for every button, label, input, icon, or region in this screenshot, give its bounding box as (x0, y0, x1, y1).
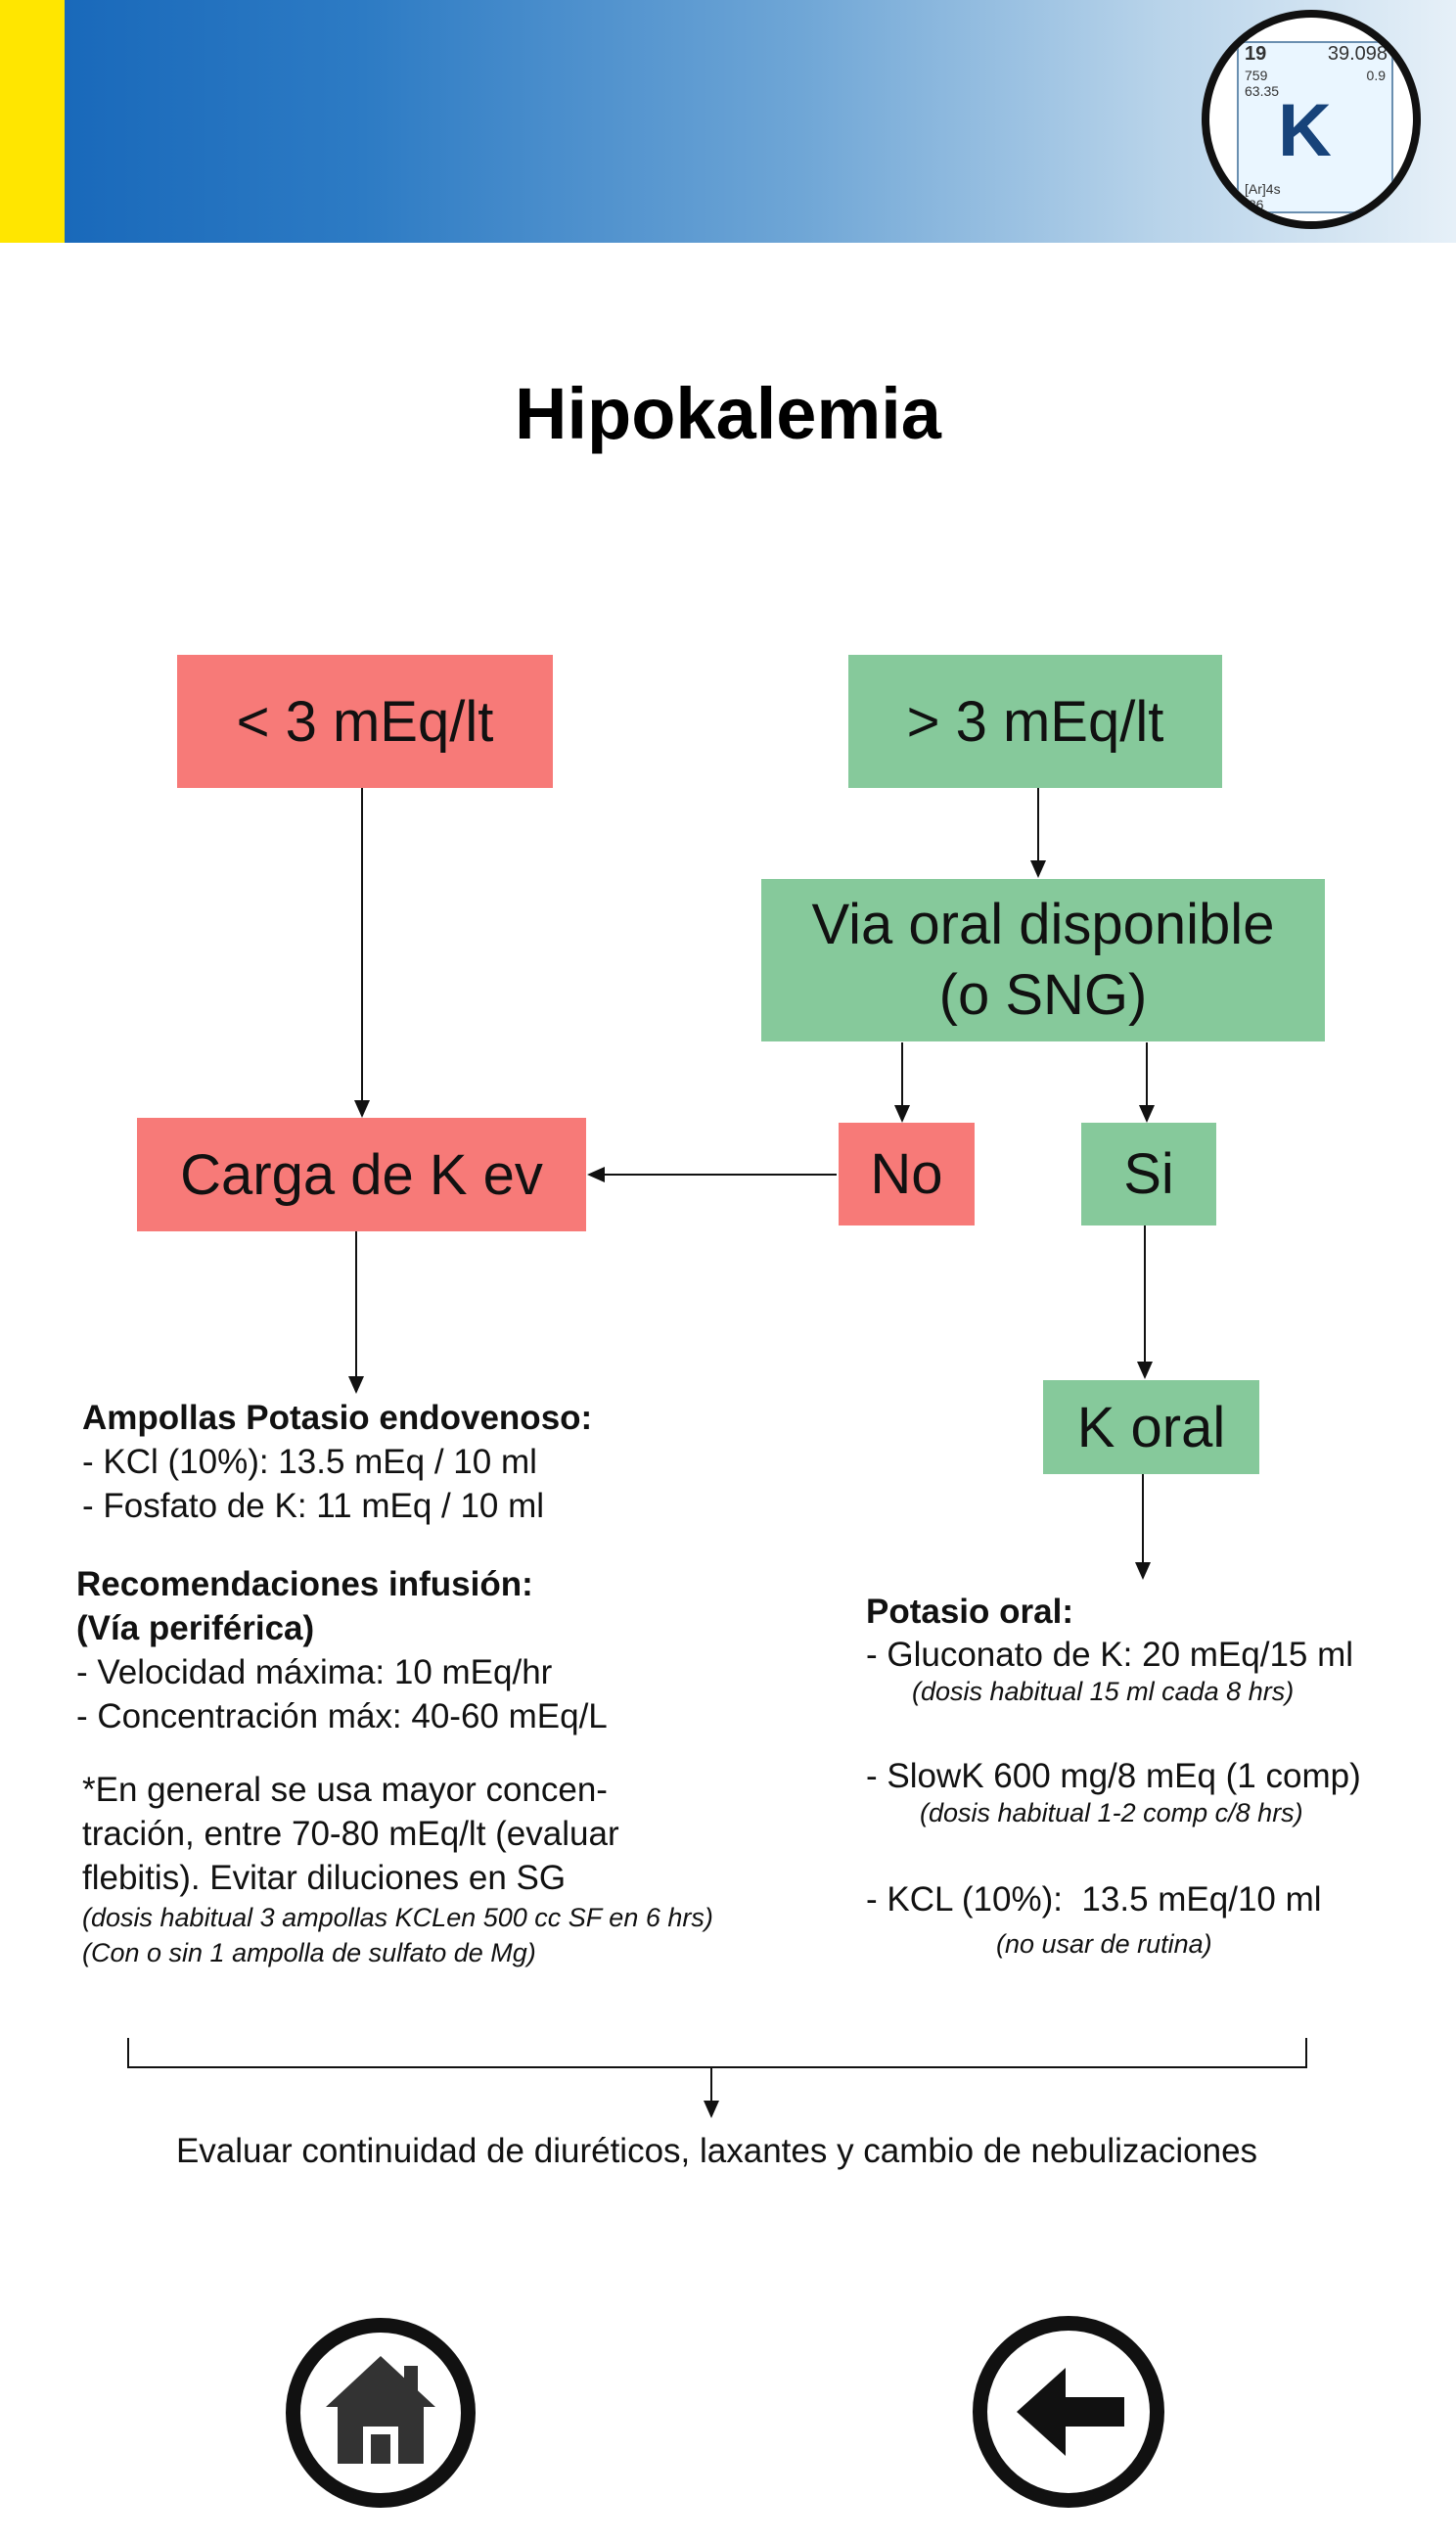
oral-option-slowk: - SlowK 600 mg/8 mEq (1 comp) (866, 1757, 1361, 1795)
no-box: No (839, 1123, 975, 1225)
oral-route-available-box: Via oral disponible (o SNG) (761, 879, 1325, 1041)
infusion-subtitle: (Vía periférica) (76, 1609, 315, 1647)
home-button[interactable] (286, 2318, 476, 2508)
atomic-mass: 39.098 (1327, 43, 1388, 65)
element-symbol: K (1278, 89, 1332, 172)
oral-option-slowk-note: (dosis habitual 1-2 comp c/8 hrs) (920, 1798, 1303, 1827)
tile-value-5: 1 (1380, 197, 1388, 212)
oral-option-gluconate: - Gluconato de K: 20 mEq/15 ml (866, 1636, 1354, 1674)
oral-route-line-2: (o SNG) (938, 963, 1148, 1027)
tile-value-2: 63.35 (1245, 83, 1280, 99)
page-title: Hipokalemia (515, 373, 941, 454)
general-note-section: *En general se usa mayor concen- tración… (82, 1768, 787, 1970)
oral-potassium-title: Potasio oral: (866, 1593, 1073, 1631)
iv-ampoules-title: Ampollas Potasio endovenoso: (82, 1399, 593, 1437)
note-line: *En general se usa mayor concen- (82, 1771, 608, 1809)
note-line: flebitis). Evitar diluciones en SG (82, 1859, 567, 1897)
oral-potassium-box: K oral (1043, 1380, 1259, 1474)
tile-value-3: 0.9 (1366, 68, 1386, 83)
arrow-left-icon (1017, 2368, 1124, 2456)
oral-option-gluconate-note: (dosis habitual 15 ml cada 8 hrs) (912, 1677, 1295, 1706)
low-potassium-box: < 3 mEq/lt (177, 655, 553, 788)
infusion-title: Recomendaciones infusión: (76, 1565, 533, 1603)
note-italic: (dosis habitual 3 ampollas KCLen 500 cc … (82, 1903, 713, 1932)
footer-recommendation: Evaluar continuidad de diuréticos, laxan… (175, 2132, 1258, 2170)
periodic-table-tile: 19 39.098 759 63.35 0.9 K [Ar]4s .86 1 (1237, 41, 1393, 213)
oral-option-kcl: - KCL (10%): 13.5 mEq/10 ml (866, 1880, 1322, 1919)
note-italic: (Con o sin 1 ampolla de sulfato de Mg) (82, 1938, 536, 1967)
iv-ampoule-item: - Fosfato de K: 11 mEq / 10 ml (82, 1487, 545, 1525)
infusion-item: - Velocidad máxima: 10 mEq/hr (76, 1653, 553, 1691)
infusion-item: - Concentración máx: 40-60 mEq/L (76, 1697, 608, 1735)
iv-ampoule-item: - KCl (10%): 13.5 mEq / 10 ml (82, 1443, 537, 1481)
back-button[interactable] (973, 2316, 1164, 2508)
header-accent-bar (0, 0, 65, 243)
oral-route-line-1: Via oral disponible (811, 893, 1275, 956)
yes-box: Si (1081, 1123, 1216, 1225)
atomic-number: 19 (1245, 43, 1267, 65)
home-icon (326, 2356, 435, 2464)
infusion-recommendations-section: Recomendaciones infusión: (Vía periféric… (76, 1562, 703, 1738)
iv-ampoules-section: Ampollas Potasio endovenoso: - KCl (10%)… (82, 1396, 689, 1528)
tile-value-1: 759 (1245, 68, 1268, 83)
electron-config: [Ar]4s (1245, 181, 1281, 197)
iv-potassium-load-box: Carga de K ev (137, 1118, 586, 1231)
oral-option-kcl-note: (no usar de rutina) (996, 1929, 1212, 1959)
note-line: tración, entre 70-80 mEq/lt (evaluar (82, 1815, 619, 1853)
high-potassium-box: > 3 mEq/lt (848, 655, 1222, 788)
potassium-element-logo: 19 39.098 759 63.35 0.9 K [Ar]4s .86 1 (1202, 10, 1421, 229)
tile-value-4: .86 (1245, 197, 1264, 212)
